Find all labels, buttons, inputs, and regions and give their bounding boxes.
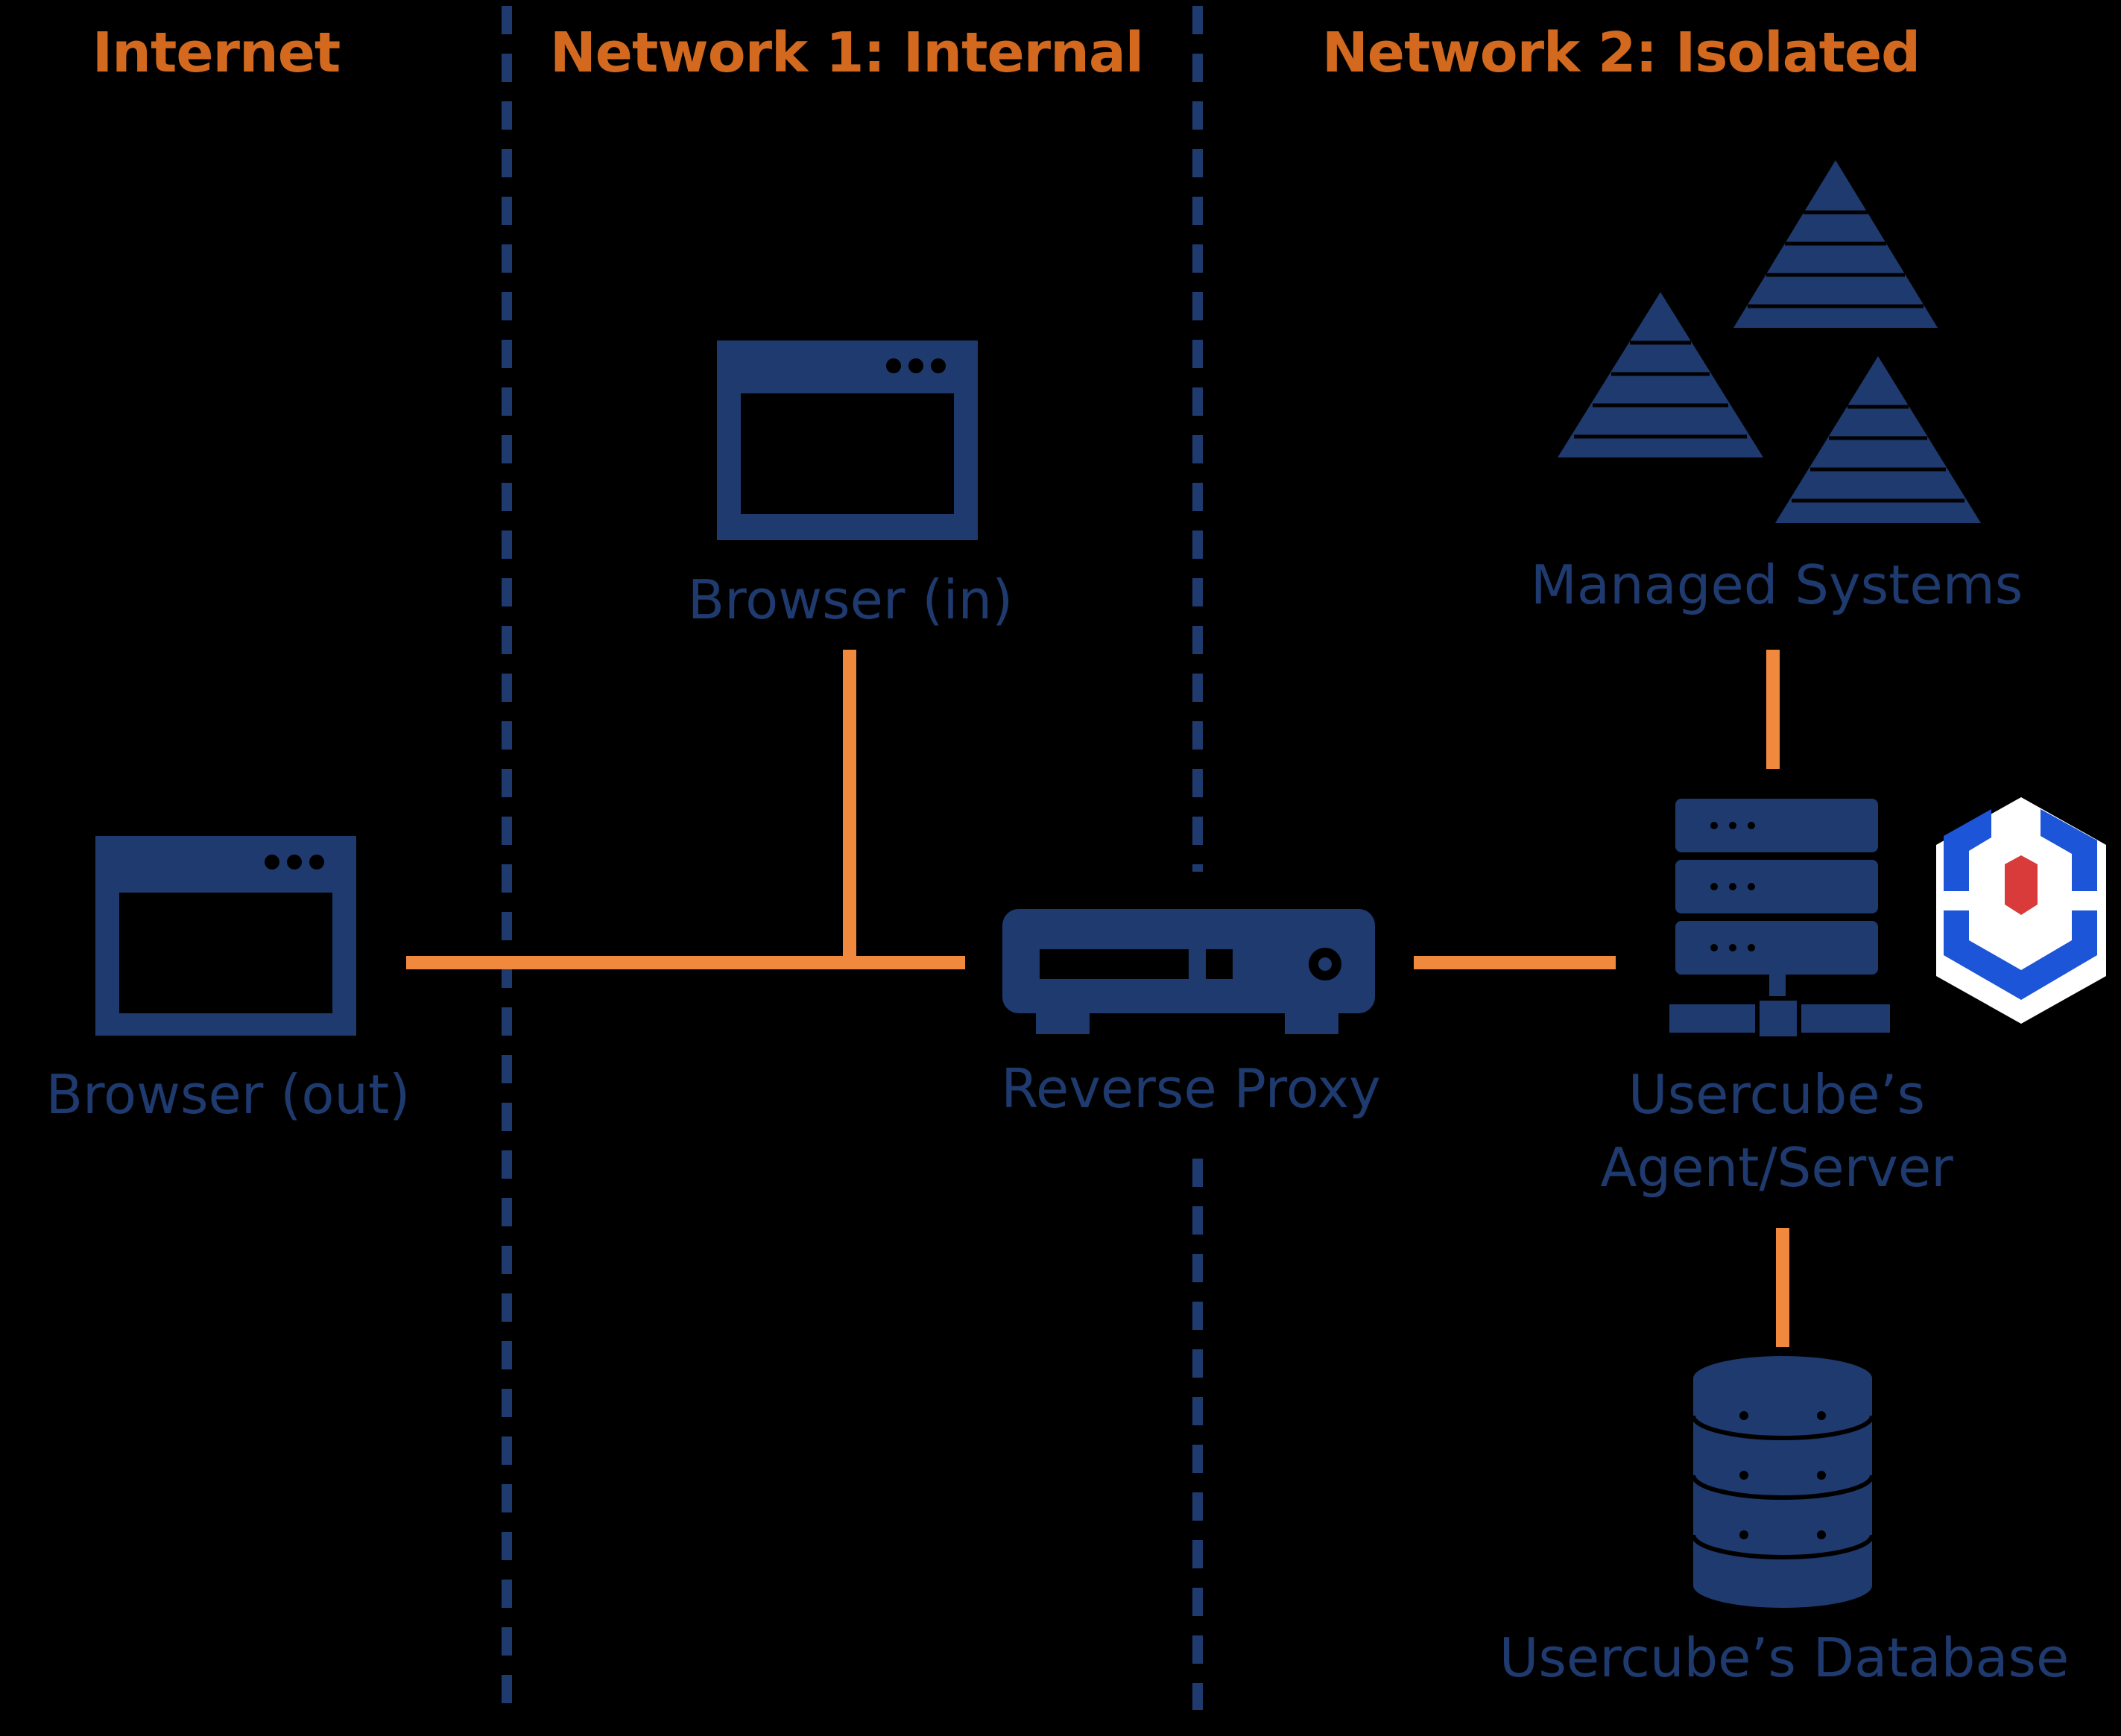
zone-title-isolated: Network 2: Isolated xyxy=(1321,21,1921,85)
database-label: Usercube’s Database xyxy=(1499,1626,2070,1689)
connectors xyxy=(406,650,1789,1347)
browser-window-icon xyxy=(717,340,978,540)
router-device-icon xyxy=(1002,909,1375,1034)
database-cylinder-icon xyxy=(1691,1356,1874,1608)
agent-server-label-line2: Agent/Server xyxy=(1600,1136,1953,1199)
agent-server-label-line1: Usercube’s xyxy=(1628,1063,1926,1126)
zone-title-internal: Network 1: Internal xyxy=(549,21,1144,85)
zone-title-internet: Internet xyxy=(92,21,341,85)
browser-out-label: Browser (out) xyxy=(45,1063,411,1126)
browser-window-icon xyxy=(95,836,356,1036)
usercube-logo-icon xyxy=(1936,797,2106,1024)
managed-systems-label: Managed Systems xyxy=(1530,554,2023,616)
browser-in-label: Browser (in) xyxy=(687,568,1014,631)
reverse-proxy-label: Reverse Proxy xyxy=(1001,1057,1381,1120)
pyramid-cluster-icon xyxy=(1558,160,1981,523)
server-stack-icon xyxy=(1669,799,1890,1041)
